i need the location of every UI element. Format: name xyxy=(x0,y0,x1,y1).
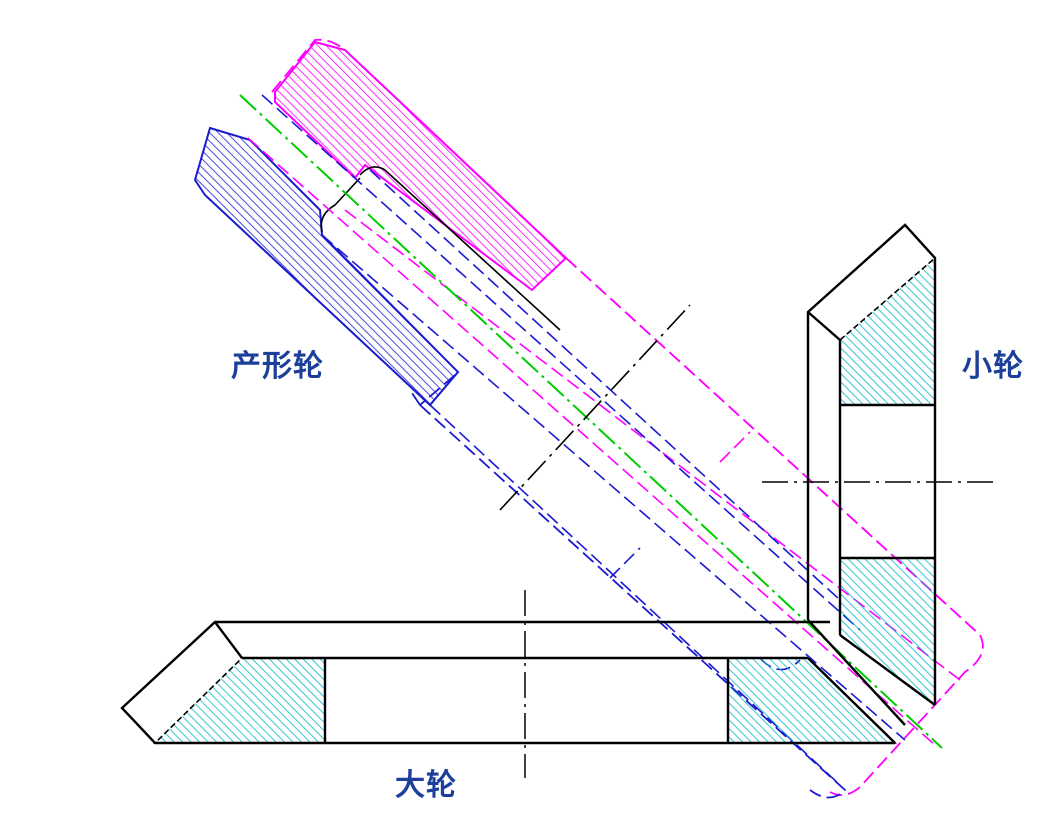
pinion-outline xyxy=(806,223,937,705)
gear-outline xyxy=(120,620,895,745)
pinion xyxy=(762,223,998,707)
generating-wheel-axis xyxy=(499,304,691,511)
gear-section-left xyxy=(153,657,326,744)
pinion-section-top xyxy=(839,256,936,406)
gear-section-right xyxy=(727,657,897,744)
pinion-section-bottom xyxy=(839,557,936,707)
generating-wheel xyxy=(193,38,984,799)
label-pinion: 小轮 xyxy=(962,349,1024,384)
generating-wheel-top-hatch xyxy=(274,40,568,292)
generating-wheel-bottom-hatch xyxy=(193,126,460,407)
generating-wheel-hub xyxy=(320,166,561,331)
gear xyxy=(120,590,906,778)
label-generating-wheel: 产形轮 xyxy=(231,349,324,384)
label-gear: 大轮 xyxy=(395,768,457,803)
